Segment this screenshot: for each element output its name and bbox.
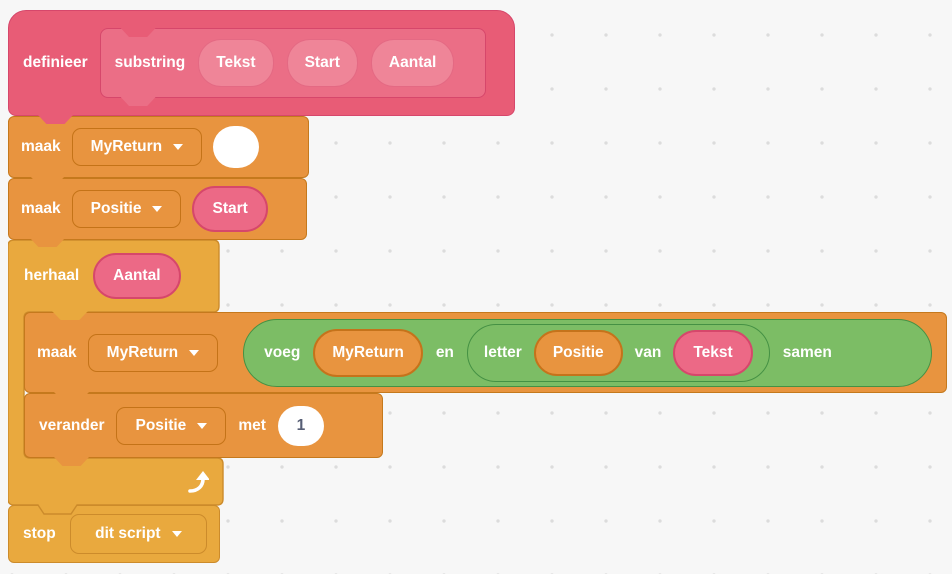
connector-tab [30,176,65,185]
set-variable-block-positie[interactable]: maak Positie Start [8,178,307,240]
parameter-start[interactable]: Start [286,39,358,87]
repeat-block-header[interactable]: herhaal Aantal [8,240,219,312]
variable-reporter-myreturn[interactable]: MyReturn [313,328,423,377]
define-label: definieer [23,54,88,71]
stop-block[interactable]: stop dit script [8,505,220,563]
parameter-start-reporter[interactable]: Start [192,186,268,232]
loop-arrow-icon [188,471,209,493]
set-variable-block-myreturn-init[interactable]: maak MyReturn [8,116,309,178]
define-hat-block[interactable]: definieer substring Tekst Start Aantal [8,10,515,116]
prototype-top-notch [120,28,156,37]
repeat-label: herhaal [24,267,80,284]
change-label: verander [39,416,105,434]
parameter-tekst-reporter[interactable]: Tekst [673,329,753,376]
stop-label: stop [23,525,56,542]
custom-block-prototype[interactable]: substring Tekst Start Aantal [99,28,486,106]
join-suffix: samen [782,343,832,361]
dropdown-arrow-icon [173,144,184,150]
connector-tab [52,311,88,320]
change-infix: met [238,416,266,434]
variable-dropdown-myreturn[interactable]: MyReturn [87,333,219,372]
connector-tab [54,457,89,466]
dropdown-arrow-icon [171,531,182,537]
value-input-one[interactable]: 1 [277,405,324,446]
parameter-aantal[interactable]: Aantal [370,39,455,87]
variable-dropdown-positie[interactable]: Positie [116,406,227,445]
set-label: maak [21,138,61,155]
repeat-block-shape[interactable] [8,240,224,518]
letter-of-operator-block[interactable]: letter Positie van Tekst [466,323,770,382]
join-operator-block[interactable]: voeg MyReturn en letter Positie van Teks… [243,318,932,387]
set-variable-block-myreturn-join[interactable]: maak MyReturn voeg MyReturn en letter Po… [24,312,947,393]
variable-dropdown-positie[interactable]: Positie [71,190,182,228]
parameter-tekst[interactable]: Tekst [198,39,274,87]
set-label: maak [21,200,61,217]
parameter-aantal-reporter[interactable]: Aantal [93,253,181,299]
connector-tab [38,115,73,124]
dropdown-arrow-icon [152,206,163,212]
change-variable-block-positie[interactable]: verander Positie met 1 [24,393,383,458]
connector-tab [30,238,65,247]
letter-infix: van [634,343,662,361]
join-infix: en [435,343,454,361]
value-input-empty[interactable] [213,126,260,168]
join-prefix: voeg [264,343,301,361]
dropdown-arrow-icon [197,422,208,429]
prototype-name: substring [114,54,186,71]
set-label: maak [37,343,77,361]
dropdown-arrow-icon [189,349,200,356]
letter-prefix: letter [483,343,522,361]
connector-tab [54,392,89,401]
variable-reporter-positie[interactable]: Positie [533,329,623,376]
stop-option-dropdown[interactable]: dit script [69,514,207,554]
variable-dropdown-myreturn[interactable]: MyReturn [71,128,203,166]
prototype-bottom-tab [120,97,156,106]
